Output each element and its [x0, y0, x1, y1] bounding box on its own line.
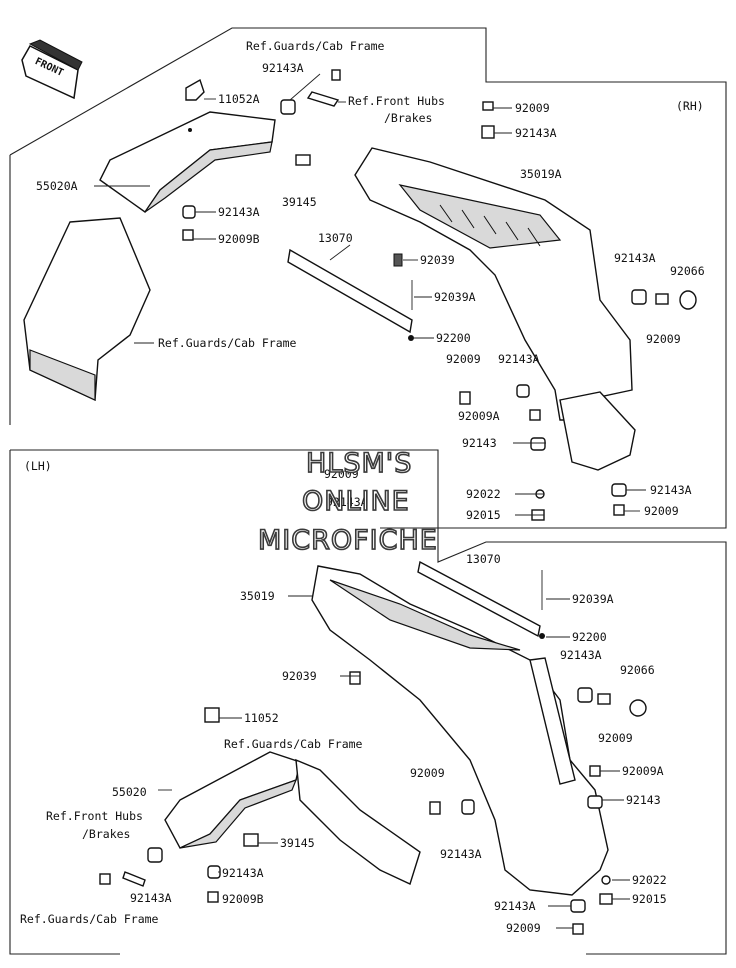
- rh-ref-front-hubs-label: Ref.Front Hubs: [348, 94, 445, 108]
- rh-part-92066-label: 92066: [670, 264, 705, 278]
- lh-screw-icons: [99, 570, 647, 935]
- rh-hub-pin-icon: [306, 91, 340, 107]
- rh-part-92143A-label-3: 92143A: [218, 205, 260, 219]
- rh-part-92015-label: 92015: [466, 508, 501, 522]
- lh-section-frame: [9, 449, 727, 955]
- lh-section-tag: (LH): [24, 459, 52, 473]
- rh-guard-ref-outline: [23, 217, 151, 402]
- rh-part-92143A-label-2: 92143A: [515, 126, 557, 140]
- lh-55020-cover: [164, 751, 301, 849]
- rh-part-92009-label-4: 92009: [644, 504, 679, 518]
- lh-part-92009-label: 92009: [598, 731, 633, 745]
- rh-part-92009-label-2: 92009: [646, 332, 681, 346]
- lh-part-92009-label-3: 92009: [506, 921, 541, 935]
- lh-13070-strip: [417, 560, 541, 638]
- lh-part-55020-label: 55020: [112, 785, 147, 799]
- rh-part-92022-label: 92022: [466, 487, 501, 501]
- rh-part-92009-label: 92009: [515, 101, 550, 115]
- lh-ref-guards-bottom-label: Ref.Guards/Cab Frame: [20, 912, 159, 926]
- lh-part-92009-label-2: 92009: [410, 766, 445, 780]
- rh-section-frame: [9, 27, 727, 529]
- lh-part-92066-label: 92066: [620, 663, 655, 677]
- lh-part-92039A-label: 92039A: [572, 592, 614, 606]
- lh-part-92143A-partial-label: 92143A: [326, 495, 368, 509]
- lh-part-92200-label: 92200: [572, 630, 607, 644]
- lh-part-92009A-label: 92009A: [622, 764, 664, 778]
- rh-part-92009A-label: 92009A: [458, 409, 500, 423]
- rh-part-92143A-label: 92143A: [262, 61, 304, 75]
- lh-part-13070-label: 13070: [466, 552, 501, 566]
- lh-part-92015-label: 92015: [632, 892, 667, 906]
- lh-part-92022-label: 92022: [632, 873, 667, 887]
- lh-ref-guards-mid-label: Ref.Guards/Cab Frame: [224, 737, 363, 751]
- leader-lines: [94, 73, 646, 929]
- rh-13070-strip: [287, 248, 413, 334]
- rh-ref-guards-left-label: Ref.Guards/Cab Frame: [158, 336, 297, 350]
- lh-part-39145-label: 39145: [280, 836, 315, 850]
- lh-part-11052-label: 11052: [244, 711, 279, 725]
- lh-part-92143A-label-4: 92143A: [130, 891, 172, 905]
- rh-grommet-icon: [280, 99, 296, 115]
- lh-ref-front-hubs-label-2: /Brakes: [82, 827, 130, 841]
- lh-part-92009-partial-label: 92009: [324, 467, 359, 481]
- rh-11052A-bracket: [185, 78, 205, 101]
- watermark-line-3: MICROFICHE: [258, 525, 438, 556]
- rh-35019A-fender: [354, 147, 636, 471]
- rh-part-92039-label: 92039: [420, 253, 455, 267]
- rh-part-35019A-label: 35019A: [520, 167, 562, 181]
- rh-part-92039A-label: 92039A: [434, 290, 476, 304]
- watermark: HLSM'S ONLINE MICROFICHE: [257, 447, 438, 557]
- rh-ref-guards-top-label: Ref.Guards/Cab Frame: [246, 39, 385, 53]
- rh-part-92009-label-3: 92009: [446, 352, 481, 366]
- rh-55020A-cover: [99, 111, 276, 213]
- lh-35019-fender: [311, 565, 609, 896]
- rh-part-92143A-label-6: 92143A: [650, 483, 692, 497]
- rh-part-11052A-label: 11052A: [218, 92, 260, 106]
- lh-part-92143-label: 92143: [626, 793, 661, 807]
- lh-part-92039-label: 92039: [282, 669, 317, 683]
- rh-part-39145-label: 39145: [282, 195, 317, 209]
- rh-part-92009B-label: 92009B: [218, 232, 260, 246]
- rh-part-92143-label: 92143: [462, 436, 497, 450]
- lh-part-92143A-label-3: 92143A: [222, 866, 264, 880]
- rh-39145-clip: [295, 154, 311, 166]
- lh-ref-front-hubs-label: Ref.Front Hubs: [46, 809, 143, 823]
- front-arrow-icon: FRONT: [21, 39, 83, 100]
- rh-part-55020A-label: 55020A: [36, 179, 78, 193]
- rh-part-92200-label: 92200: [436, 331, 471, 345]
- lh-part-92009B-label: 92009B: [222, 892, 264, 906]
- lh-part-92143A-label: 92143A: [560, 648, 602, 662]
- watermark-line-1: HLSM'S: [306, 448, 412, 479]
- rh-part-92143A-label-4: 92143A: [614, 251, 656, 265]
- lh-part-92143A-label-2: 92143A: [440, 847, 482, 861]
- rh-part-92143A-label-5: 92143A: [498, 352, 540, 366]
- rh-section-tag: (RH): [676, 99, 704, 113]
- lh-part-35019-label: 35019: [240, 589, 275, 603]
- rh-ref-front-hubs-label-2: /Brakes: [384, 111, 432, 125]
- lh-part-92143A-label-5: 92143A: [494, 899, 536, 913]
- watermark-line-2: ONLINE: [302, 486, 410, 517]
- rh-part-13070-label: 13070: [318, 231, 353, 245]
- lh-guard-ref-outline: [295, 758, 421, 885]
